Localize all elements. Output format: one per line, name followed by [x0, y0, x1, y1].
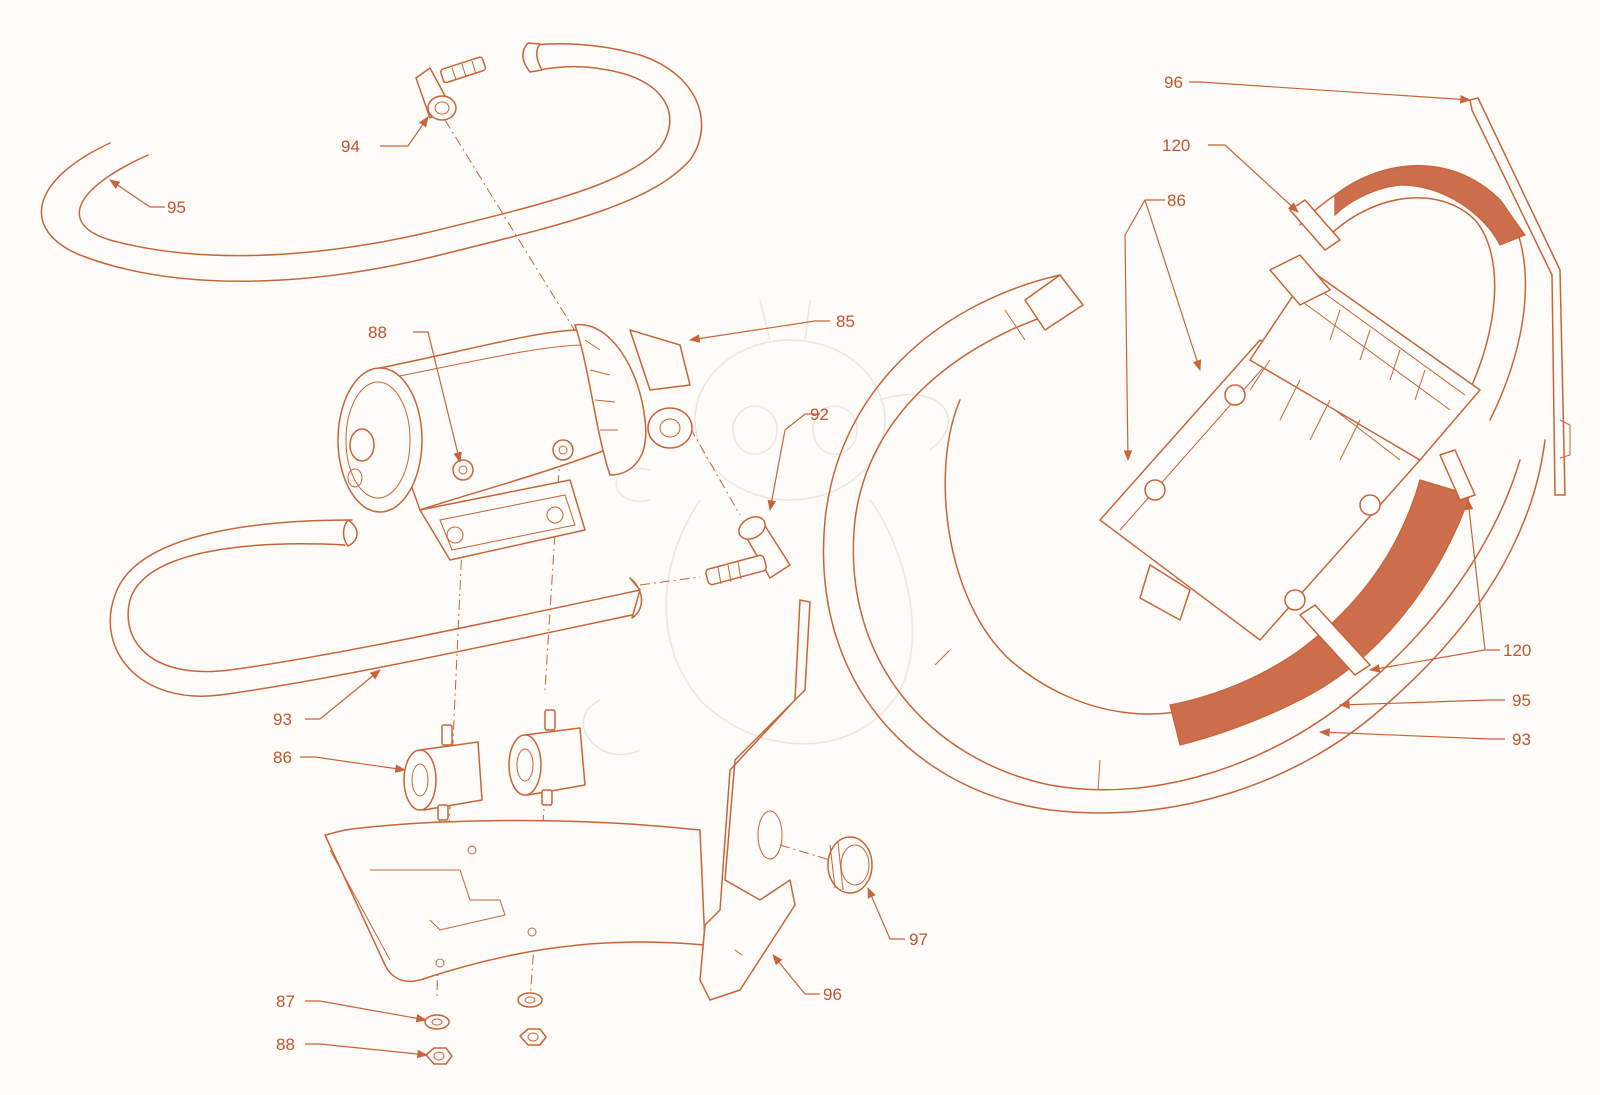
callout-94: 94: [341, 137, 360, 156]
callout-87: 87: [276, 992, 295, 1011]
nut-88-bottom-right: [519, 1028, 547, 1046]
callout-96-top: 96: [1164, 73, 1183, 92]
nut-88-bottom: [425, 1047, 453, 1065]
callout-88-top: 88: [368, 323, 387, 342]
centerline-93: [639, 576, 701, 586]
callout-92: 92: [810, 405, 829, 424]
elbow-fitting-92: [705, 516, 791, 586]
callout-120-right: 120: [1503, 641, 1531, 660]
callout-96-bottom: 96: [823, 985, 842, 1004]
callout-86-right: 86: [1167, 191, 1186, 210]
washer-87-right: [517, 992, 543, 1008]
callout-93-right: 93: [1512, 730, 1531, 749]
callout-labels: 94 95 88 85 92 93 86 87 88 96 97 96 120 …: [167, 73, 1531, 1054]
callout-95-left: 95: [167, 198, 186, 217]
mounting-bracket: [324, 819, 706, 982]
leaders: [109, 81, 1505, 1059]
assembled-pump: [1099, 254, 1481, 641]
callout-93-left: 93: [273, 710, 292, 729]
hose-95-upper: [40, 42, 703, 282]
assembled-hose-95: [944, 165, 1527, 715]
assembled-hose-93: [822, 274, 1546, 814]
hose-clamp-120-top: [1289, 199, 1341, 251]
hose-sleeve-fill: [1169, 479, 1471, 746]
bracket-plate-96: [699, 599, 811, 1001]
bracket-plate-96-top: [1469, 97, 1571, 496]
callout-95-right: 95: [1512, 691, 1531, 710]
callout-86-left: 86: [273, 748, 292, 767]
elbow-fitting-94: [415, 56, 487, 121]
plug-97: [827, 836, 873, 894]
callout-85: 85: [836, 312, 855, 331]
callout-120-top: 120: [1162, 136, 1190, 155]
hose-93-lower: [109, 519, 643, 697]
centerline-plug: [779, 844, 831, 861]
watermark-figure: [582, 299, 949, 756]
rubber-mount-86-right: [508, 709, 586, 806]
hose-clamp-120-mid: [1439, 449, 1476, 501]
pump-motor-85: [337, 324, 693, 561]
washer-87: [424, 1014, 450, 1030]
callout-97: 97: [909, 930, 928, 949]
rubber-mount-86-left: [403, 724, 483, 821]
callout-88-bottom: 88: [276, 1035, 295, 1054]
